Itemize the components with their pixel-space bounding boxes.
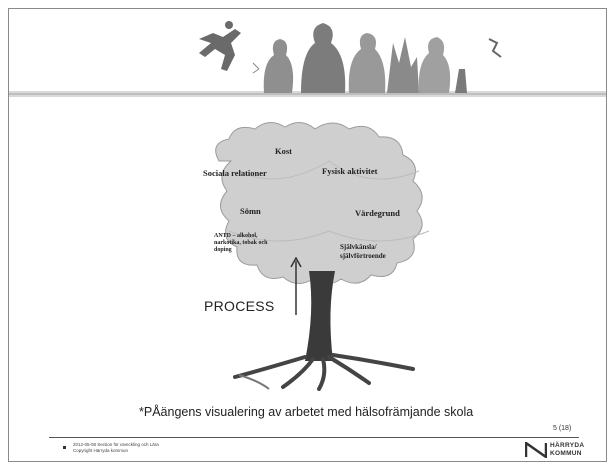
label-somn: Sömn — [240, 206, 261, 216]
footer-text: 2012-05-08 Section för utveckling och Lä… — [73, 442, 159, 454]
tree-illustration — [215, 122, 430, 391]
municipality-logo-text: HÄRRYDA KOMMUN — [550, 442, 584, 457]
label-fysisk-aktivitet: Fysisk aktivitet — [322, 166, 378, 176]
slide-caption: *PÅängens visualering av arbetet med häl… — [139, 405, 474, 419]
footer-bullet — [63, 446, 66, 449]
up-arrow-icon — [290, 257, 302, 315]
municipality-logo-icon — [525, 442, 547, 458]
label-sociala-relationer: Sociala relationer — [203, 168, 267, 178]
label-kost: Kost — [275, 146, 292, 156]
banner-illustration — [9, 21, 606, 97]
process-label: PROCESS — [204, 298, 275, 314]
label-vardegrund: Värdegrund — [355, 208, 400, 218]
label-sjalvkansla: Självkänsla/ självförtroende — [340, 243, 386, 260]
footer-line-2: Copyright Härryda kommun — [73, 448, 129, 453]
page-number: 5 (18) — [553, 425, 572, 432]
footer-divider — [49, 437, 579, 438]
label-antd: ANTD – alkohol, narkotika, tobak och dop… — [214, 233, 268, 253]
slide: Kost Sociala relationer Fysisk aktivitet… — [8, 8, 607, 462]
logo-line-1: HÄRRYDA — [550, 442, 585, 449]
footer-line-1: 2012-05-08 Section för utveckling och Lä… — [73, 442, 159, 447]
logo-line-2: KOMMUN — [550, 449, 582, 457]
